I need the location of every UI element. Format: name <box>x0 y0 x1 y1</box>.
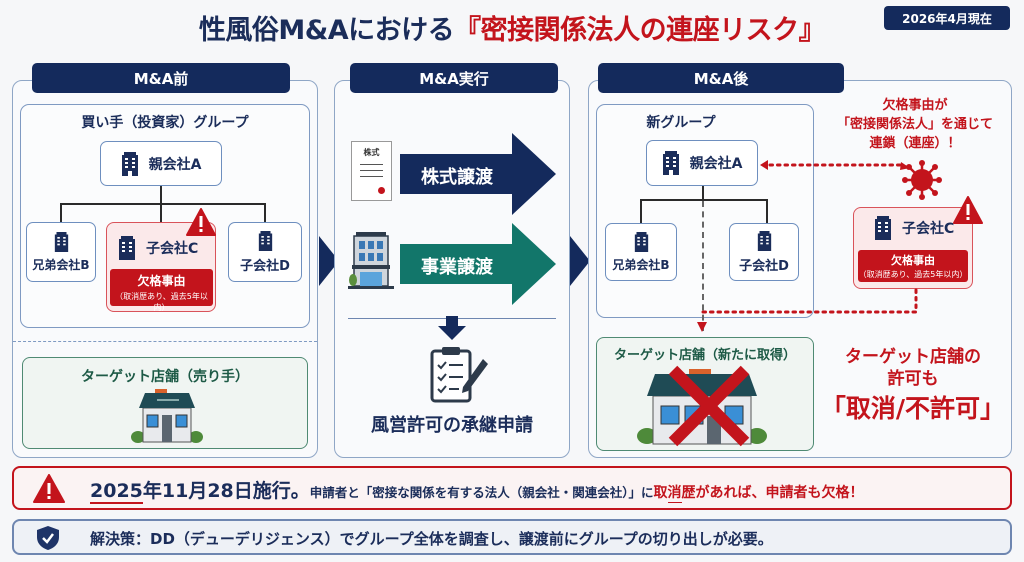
child-d-label: 子会社D <box>240 258 290 274</box>
new-group-panel <box>596 104 814 318</box>
clipboard-icon <box>430 347 488 403</box>
child-c-label: 子会社C <box>902 221 955 237</box>
share-transfer-label: 株式譲渡 <box>421 167 493 188</box>
parent-company-label: 親会社A <box>689 156 743 172</box>
warning-red-1: 取 <box>653 485 668 501</box>
warning-banner <box>12 466 1012 510</box>
contagion-path-arrow <box>697 288 918 332</box>
arrow-down-icon <box>438 316 466 340</box>
disqualification-badge: 欠格事由 （取消歴あり、過去5年以内） <box>110 269 213 312</box>
result-line-3: 「取消/不許可」 <box>820 394 1006 423</box>
chevron-right-icon <box>319 236 339 286</box>
building-icon <box>875 216 891 240</box>
title-main: 性風俗M&Aにおける <box>198 15 455 46</box>
share-certificate-icon: 株式 <box>351 141 392 201</box>
building-icon <box>258 230 272 251</box>
building-icon <box>119 236 135 260</box>
target-store-title: ターゲット店舗（新たに取得） <box>613 348 796 363</box>
warning-icon <box>953 196 983 224</box>
effective-date: 年11月28日施行。 <box>142 480 310 502</box>
new-group-title: 新グループ <box>646 115 716 131</box>
warning-icon <box>186 208 216 236</box>
building-icon <box>54 231 68 252</box>
target-store-title: ターゲット店舗（売り手） <box>81 369 249 385</box>
warning-body: 申請者と「密接な関係を有する法人（親会社・関連会社）」に <box>309 485 654 500</box>
buyer-group-title: 買い手（投資家）グループ <box>81 115 249 131</box>
child-c-header: 子会社C <box>874 216 954 240</box>
certificate-label: 株式 <box>363 148 380 157</box>
sibling-company-label: 兄弟会社B <box>612 257 670 272</box>
effective-year: 2025 <box>90 480 143 504</box>
disqualification-badge: 欠格事由 （取消歴あり、過去5年以内） <box>858 250 968 282</box>
warning-red-rest: があれば、申請者も欠格！ <box>695 485 864 501</box>
tree-line <box>160 186 162 204</box>
child-company-d: 子会社D <box>228 222 302 282</box>
target-store-seller: ターゲット店舗（売り手） <box>22 357 308 449</box>
business-transfer-label: 事業譲渡 <box>421 257 493 278</box>
parent-company-a: 親会社A <box>646 140 758 186</box>
business-transfer-arrow <box>400 223 556 305</box>
result-text: ターゲット店舗の 許可も 「取消/不許可」 <box>818 346 1008 428</box>
building-icon <box>634 231 648 252</box>
disqualification-title: 欠格事由 <box>137 274 186 288</box>
disqualification-title: 欠格事由 <box>891 254 935 267</box>
tree-line <box>766 199 768 223</box>
page-title: 性風俗M&Aにおける『密接関係法人の連座リスク』 <box>0 8 1024 47</box>
building-icon <box>121 151 139 176</box>
tree-line <box>264 203 266 223</box>
store-icon <box>131 389 203 443</box>
chain-line-2: 「密接関係法人」を通じて <box>836 117 993 132</box>
tree-line <box>702 186 704 200</box>
warning-red-3: 歴 <box>681 485 696 501</box>
building-icon <box>662 151 679 175</box>
chain-line-3: 連鎖（連座）！ <box>869 136 961 151</box>
tree-line <box>640 199 642 223</box>
building-icon <box>757 230 771 251</box>
sibling-company-label: 兄弟会社B <box>32 257 90 272</box>
contagion-link-arrow <box>760 160 910 170</box>
execution-heading: M&A実行 <box>350 63 558 93</box>
child-company-d: 子会社D <box>729 223 799 281</box>
target-store-acquired: ターゲット店舗（新たに取得） <box>596 337 814 451</box>
warning-icon <box>33 474 65 503</box>
tree-line <box>160 203 162 223</box>
tree-line <box>640 199 768 201</box>
divider <box>13 341 317 342</box>
chain-warning-text: 欠格事由が 「密接関係法人」を通じて 連鎖（連座）！ <box>810 96 1020 153</box>
title-highlight: 『密接関係法人の連座リスク』 <box>454 15 826 46</box>
share-transfer-arrow <box>400 133 556 215</box>
disqualification-note: （取消歴あり、過去5年以内） <box>115 292 208 312</box>
sibling-company-b: 兄弟会社B <box>605 223 677 281</box>
shield-check-icon <box>37 526 59 550</box>
license-succession-label: 風営許可の承継申請 <box>371 415 533 436</box>
date-badge: 2026年4月現在 <box>884 6 1010 30</box>
office-building-icon <box>348 232 394 289</box>
sibling-company-b: 兄弟会社B <box>26 222 96 282</box>
parent-company-a: 親会社A <box>100 141 222 186</box>
child-c-label: 子会社C <box>146 241 199 257</box>
cross-mark-icon <box>668 365 750 447</box>
before-heading: M&A前 <box>32 63 290 93</box>
result-line-2: 許可も <box>887 369 939 389</box>
dashed-connector <box>702 201 704 331</box>
tree-line <box>60 203 265 205</box>
result-line-1: ターゲット店舗の <box>845 347 981 367</box>
parent-company-label: 親会社A <box>148 156 202 173</box>
chevron-right-icon <box>570 236 590 286</box>
tree-line <box>60 203 62 223</box>
warning-text: 2025 年11月28日施行。 申請者と「密接な関係を有する法人（親会社・関連会… <box>90 476 864 504</box>
solution-banner <box>12 519 1012 555</box>
child-c-header: 子会社C <box>118 236 198 260</box>
warning-red-2: 消 <box>667 482 682 503</box>
disqualification-note: （取消歴あり、過去5年以内） <box>858 270 968 279</box>
virus-icon <box>902 160 942 200</box>
after-heading: M&A後 <box>598 63 844 93</box>
child-d-label: 子会社D <box>739 258 789 274</box>
chain-line-1: 欠格事由が <box>882 98 948 113</box>
solution-text: 解決策：DD（デューデリジェンス）でグループ全体を調査し、譲渡前にグループの切り… <box>90 530 773 548</box>
